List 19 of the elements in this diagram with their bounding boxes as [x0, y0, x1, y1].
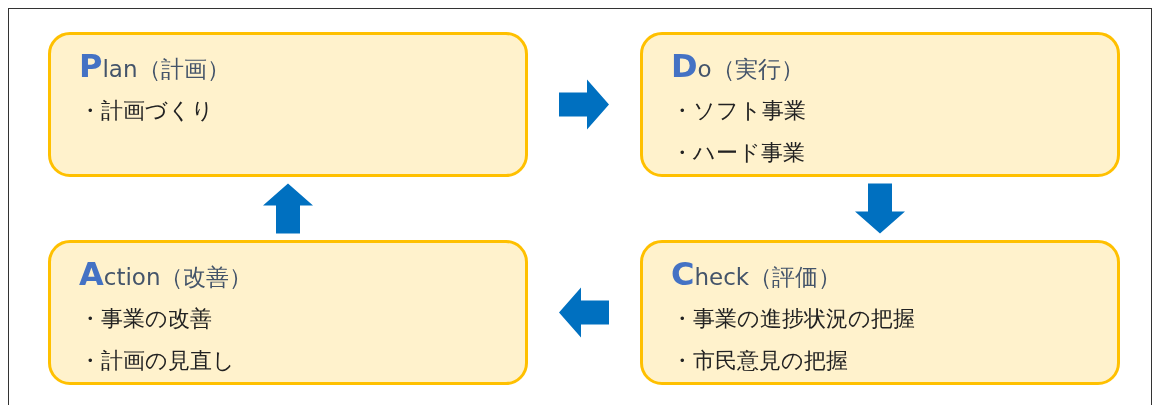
block-arrow [559, 79, 609, 130]
bullet-item: ・事業の進捗状況の把握 [671, 305, 916, 333]
stage-heading: Plan（計画） [79, 49, 231, 86]
bullet-item: ・計画づくり [79, 97, 215, 125]
bullet-item: ・事業の改善 [79, 305, 213, 333]
stage-heading: Action（改善） [79, 257, 254, 294]
stage-box [48, 32, 528, 177]
stage-heading: Do（実行） [671, 49, 805, 86]
block-arrow [559, 287, 609, 338]
block-arrow [263, 183, 313, 234]
bullet-item: ・計画の見直し [79, 347, 236, 375]
stage-box [640, 240, 1120, 385]
block-arrow [855, 183, 905, 234]
bullet-item: ・ハード事業 [671, 139, 806, 167]
bullet-item: ・ソフト事業 [671, 97, 807, 125]
bullet-item: ・市民意見の把握 [671, 347, 849, 375]
stage-heading: Check（評価） [671, 257, 843, 294]
stage-box [48, 240, 528, 385]
stage-box [640, 32, 1120, 177]
